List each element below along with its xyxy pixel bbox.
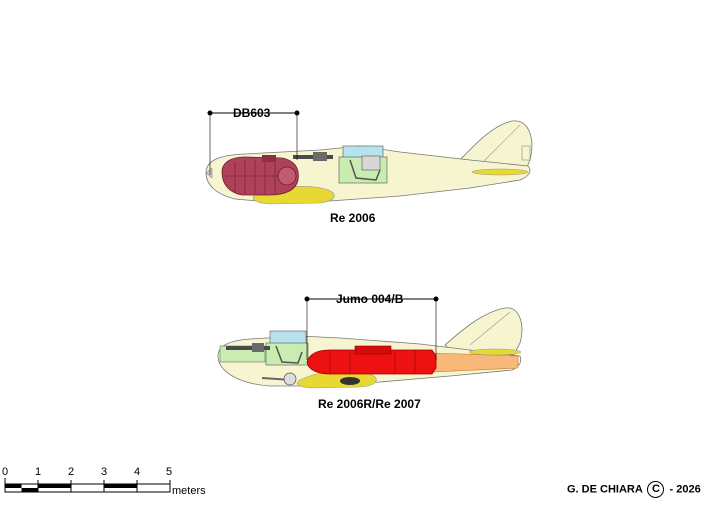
scale-tick-3: 3 <box>101 466 108 478</box>
re2007-jumo-engine <box>306 345 437 375</box>
author-credit: G. DE CHIARA C - 2026 <box>567 481 701 498</box>
jumo-label: Jumo 004/B <box>336 292 404 306</box>
re2007-tail-fin <box>444 307 523 359</box>
re2007-caption: Re 2006R/Re 2007 <box>318 397 421 411</box>
re2006-caption: Re 2006 <box>330 211 376 225</box>
credit-year: - 2026 <box>669 483 701 496</box>
re2007-cockpit <box>265 330 309 366</box>
scale-unit: meters <box>172 485 206 497</box>
re2007-profile <box>217 307 523 389</box>
scale-tick-4: 4 <box>134 466 141 478</box>
re2006-profile <box>205 120 533 205</box>
author-name: G. DE CHIARA <box>567 483 643 496</box>
scale-bar <box>4 478 171 493</box>
scale-tick-0: 0 <box>2 466 9 478</box>
re2006-engine-dimension <box>207 110 300 175</box>
re2007-engine-dimension <box>304 296 439 360</box>
scale-tick-2: 2 <box>68 466 75 478</box>
scale-tick-5: 5 <box>166 466 173 478</box>
re2007-landing-gear <box>261 372 360 386</box>
scale-tick-1: 1 <box>35 466 42 478</box>
re2006-cockpit <box>338 145 388 184</box>
re2006-stabilizer <box>471 168 529 176</box>
copyright-symbol: C <box>647 481 665 498</box>
db603-label: DB603 <box>233 106 271 120</box>
re2007-gun <box>226 343 270 352</box>
re2007-stabilizer <box>468 348 522 356</box>
re2006-gun <box>293 152 333 161</box>
re2006-db603-engine <box>221 155 299 196</box>
